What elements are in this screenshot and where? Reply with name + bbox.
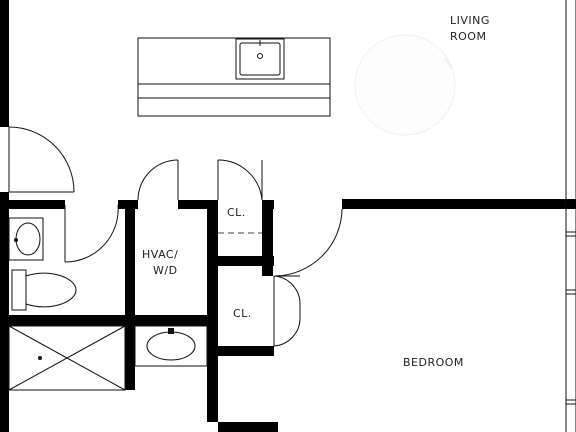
label-bedroom: BEDROOM [403, 356, 464, 369]
label-hvac-line1: HVAC/ [142, 248, 178, 261]
wall-closet-bottom [218, 346, 274, 356]
wall-shower-top [0, 315, 218, 326]
windows-right [566, 231, 576, 405]
dining-table-outline [354, 34, 456, 136]
wall-bedroom-top [342, 199, 576, 209]
wall-bath-top-left [0, 200, 65, 209]
entry-door [8, 126, 75, 193]
bathroom-door [64, 204, 119, 263]
label-living-line2: ROOM [450, 30, 486, 43]
bedroom-door [273, 208, 343, 277]
right-exterior-wall [565, 0, 576, 432]
dining-table-tick [444, 57, 453, 69]
wall-bath-hvac-partition [125, 200, 135, 390]
wall-bottom-stub [218, 422, 278, 432]
hvac-door [137, 159, 179, 201]
toilet-icon [11, 269, 77, 311]
bathroom-sink-icon [8, 217, 44, 261]
wall-closet-divider [218, 256, 274, 266]
kitchen-island [137, 37, 331, 117]
shower-icon [8, 325, 126, 391]
label-hvac-line2: W/D [153, 264, 178, 277]
lower-closet-doors [273, 275, 301, 347]
label-living-line1: LIVING [450, 14, 490, 27]
wall-left-exterior-upper [0, 0, 9, 127]
kitchen-sink-icon [235, 38, 285, 80]
label-closet-lower: CL. [233, 307, 252, 320]
wall-hvac-top-right [178, 200, 218, 209]
wall-hvac-right [207, 200, 218, 422]
wall-closet-right-upper [262, 200, 273, 276]
label-closet-upper: CL. [227, 206, 246, 219]
wall-left-exterior-lower [0, 192, 9, 432]
laundry-sink-icon [134, 325, 208, 367]
upper-closet-door [217, 159, 263, 201]
